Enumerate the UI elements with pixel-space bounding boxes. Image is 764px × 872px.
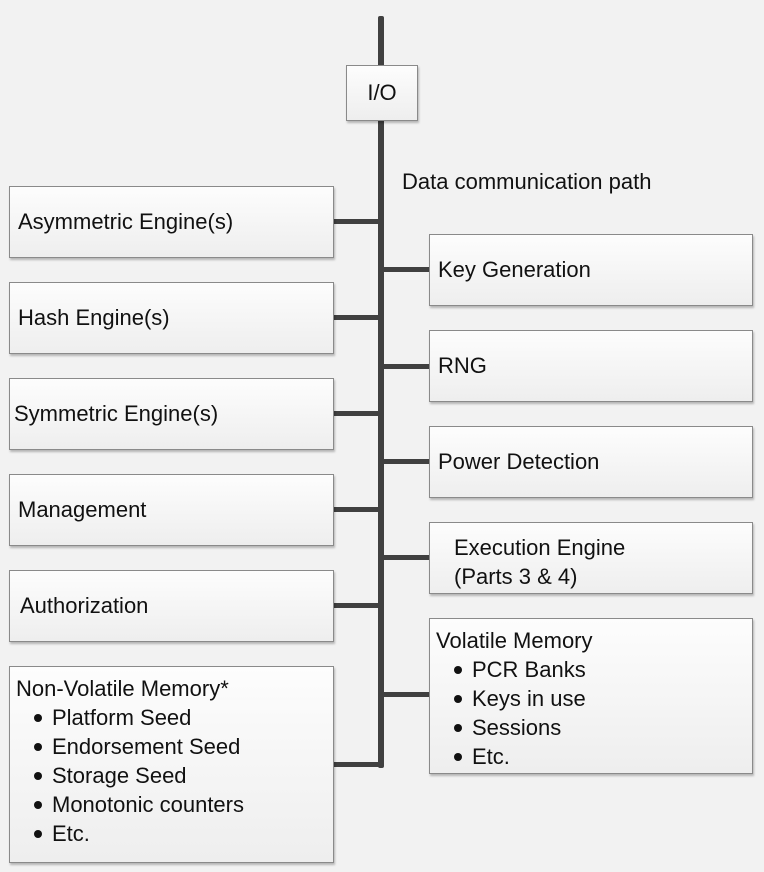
connector-vm <box>381 692 430 697</box>
path-label: Data communication path <box>402 169 652 194</box>
list-item: Keys in use <box>436 684 752 713</box>
list-item: Platform Seed <box>16 703 333 732</box>
execution-engine-box: Execution Engine (Parts 3 & 4) <box>429 522 753 594</box>
power-detection-label: Power Detection <box>438 449 600 474</box>
connector-power <box>381 459 430 464</box>
authorization-box: Authorization <box>9 570 334 642</box>
io-box: I/O <box>346 65 418 121</box>
volatile-memory-box: Volatile Memory PCR Banks Keys in use Se… <box>429 618 753 774</box>
connector-authorization <box>333 603 381 608</box>
data-communication-bus <box>378 16 384 768</box>
connector-asymmetric <box>333 219 381 224</box>
nvm-list: Platform Seed Endorsement Seed Storage S… <box>16 703 333 848</box>
power-detection-box: Power Detection <box>429 426 753 498</box>
connector-keygen <box>381 267 430 272</box>
management-box: Management <box>9 474 334 546</box>
list-item: Etc. <box>436 742 752 771</box>
list-item: Endorsement Seed <box>16 732 333 761</box>
io-label: I/O <box>367 80 397 105</box>
asymmetric-engine-box: Asymmetric Engine(s) <box>9 186 334 258</box>
vm-list: PCR Banks Keys in use Sessions Etc. <box>436 655 752 771</box>
connector-management <box>333 507 381 512</box>
connector-exec <box>381 555 430 560</box>
hash-engine-label: Hash Engine(s) <box>18 305 170 330</box>
vm-title: Volatile Memory <box>436 628 593 653</box>
connector-symmetric <box>333 411 381 416</box>
connector-nvm <box>333 762 381 767</box>
rng-label: RNG <box>438 353 487 378</box>
list-item: Sessions <box>436 713 752 742</box>
asymmetric-engine-label: Asymmetric Engine(s) <box>18 209 234 234</box>
list-item: Monotonic counters <box>16 790 333 819</box>
non-volatile-memory-box: Non-Volatile Memory* Platform Seed Endor… <box>9 666 334 863</box>
hash-engine-box: Hash Engine(s) <box>9 282 334 354</box>
list-item: Etc. <box>16 819 333 848</box>
nvm-title: Non-Volatile Memory* <box>16 676 229 701</box>
connector-rng <box>381 364 430 369</box>
key-generation-box: Key Generation <box>429 234 753 306</box>
key-generation-label: Key Generation <box>438 257 591 282</box>
list-item: PCR Banks <box>436 655 752 684</box>
rng-box: RNG <box>429 330 753 402</box>
management-label: Management <box>18 497 147 522</box>
connector-hash <box>333 315 381 320</box>
execution-engine-parts: (Parts 3 & 4) <box>454 564 578 589</box>
symmetric-engine-box: Symmetric Engine(s) <box>9 378 334 450</box>
execution-engine-label: Execution Engine <box>454 535 626 560</box>
symmetric-engine-label: Symmetric Engine(s) <box>14 401 219 426</box>
authorization-label: Authorization <box>20 593 149 618</box>
list-item: Storage Seed <box>16 761 333 790</box>
